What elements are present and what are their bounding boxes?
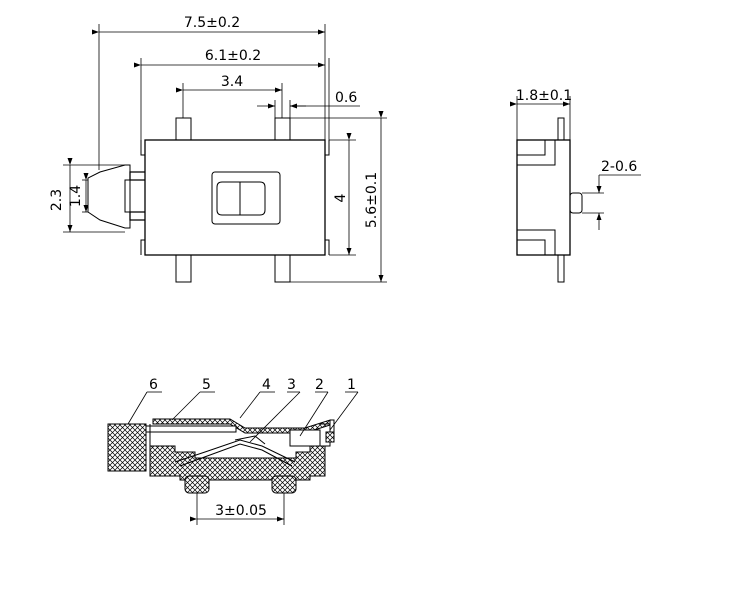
top-right-pin bbox=[274, 117, 291, 141]
side-view: 1.8±0.1 2-0.6 bbox=[510, 88, 641, 283]
side-knob bbox=[569, 192, 583, 214]
dim-overall-width: 7.5±0.2 bbox=[184, 15, 240, 31]
front-view: 7.5±0.2 6.1±0.2 3.4 0.6 2.3 1.4 4 bbox=[49, 15, 387, 283]
callout-2: 2 bbox=[315, 377, 324, 393]
callout-6: 6 bbox=[149, 377, 158, 393]
dim-section-pitch: 3±0.05 bbox=[215, 503, 267, 519]
bottom-right-pin bbox=[274, 254, 291, 283]
slider-window bbox=[211, 171, 281, 225]
part-2-terminal bbox=[289, 429, 321, 447]
part-3-spring bbox=[174, 439, 296, 463]
side-body bbox=[516, 139, 571, 256]
dim-actuator-travel: 2.3 bbox=[49, 189, 65, 211]
dim-side-thickness: 1.8±0.1 bbox=[516, 88, 572, 104]
top-left-pin bbox=[175, 117, 192, 141]
dim-side-knob: 2-0.6 bbox=[601, 159, 637, 175]
callout-5: 5 bbox=[202, 377, 211, 393]
dim-overall-height: 5.6±0.1 bbox=[364, 172, 380, 228]
callout-3: 3 bbox=[287, 377, 296, 393]
part-6-actuator bbox=[107, 423, 147, 472]
switch-body bbox=[144, 139, 326, 256]
dim-pin-span: 4 bbox=[333, 193, 349, 202]
bottom-left-pin bbox=[175, 254, 192, 283]
dim-body-width: 6.1±0.2 bbox=[205, 48, 261, 64]
callout-4: 4 bbox=[262, 377, 271, 393]
housing bbox=[149, 445, 326, 481]
cross-section: 6 5 4 3 2 1 3±0.05 bbox=[107, 377, 359, 525]
dim-actuator-width: 1.4 bbox=[68, 185, 84, 207]
actuator-lever bbox=[87, 164, 146, 229]
dim-pin-pitch: 3.4 bbox=[221, 74, 243, 90]
dim-pin-width: 0.6 bbox=[335, 90, 357, 106]
callout-1: 1 bbox=[347, 377, 356, 393]
